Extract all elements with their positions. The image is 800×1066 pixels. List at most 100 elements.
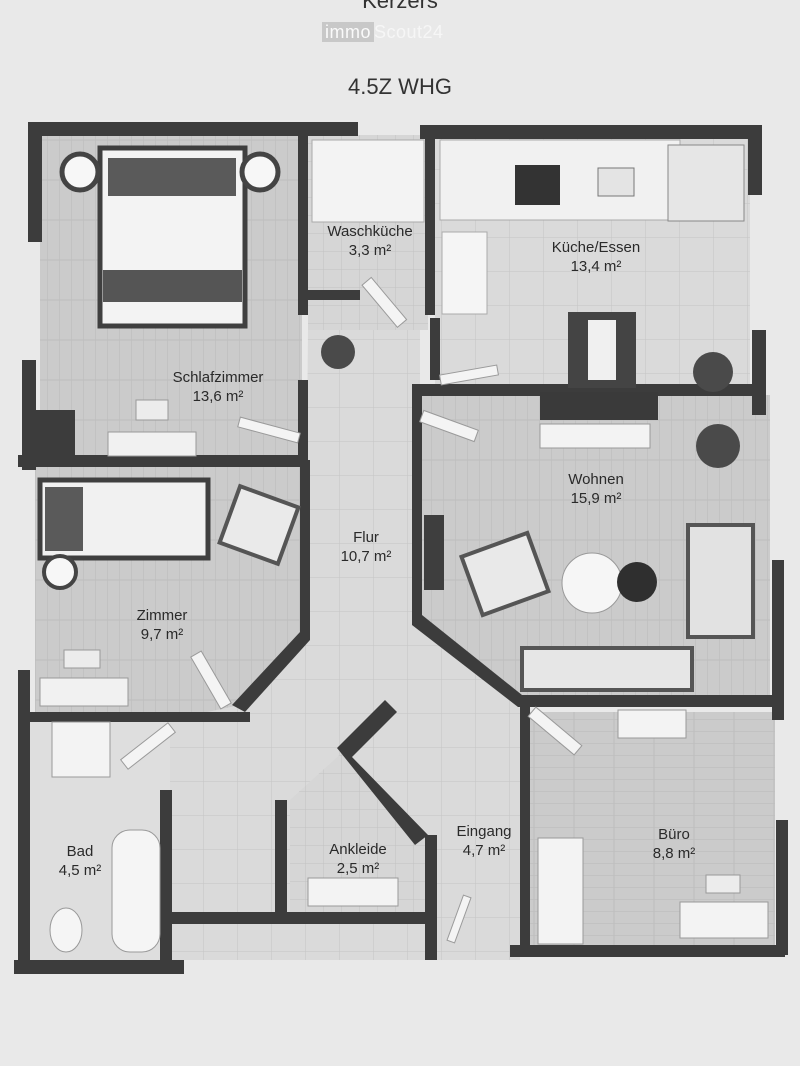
door <box>438 364 500 386</box>
walls <box>14 122 788 974</box>
plant-icon <box>696 424 740 468</box>
wall <box>752 330 766 415</box>
wall <box>160 790 172 970</box>
kitchen-island <box>441 231 488 315</box>
wall <box>14 960 184 974</box>
room-area: 3,3 m² <box>348 242 392 259</box>
shelf <box>424 515 444 590</box>
room-waschkueche: Waschküche 3,3 m² <box>327 222 412 260</box>
wall <box>510 945 785 957</box>
tv-console <box>539 423 651 449</box>
plan-subtitle: 4.5Z WHG <box>348 74 452 99</box>
kitchen-counter <box>439 139 681 221</box>
tv <box>540 392 658 420</box>
wall <box>18 455 308 467</box>
wall <box>18 670 30 970</box>
plant-icon <box>693 352 733 392</box>
wall <box>748 125 762 195</box>
stove <box>515 165 560 205</box>
room-name: Ankleide <box>329 841 387 858</box>
plant-icon <box>321 335 355 369</box>
desk-chair <box>135 399 169 421</box>
wall <box>170 912 430 924</box>
wall <box>298 380 308 462</box>
wall <box>425 135 435 315</box>
room-kueche: Küche/Essen 13,4 m² <box>552 238 640 276</box>
room-zimmer: Zimmer 9,7 m² <box>137 606 188 644</box>
room-name: Büro <box>658 826 690 843</box>
cabinet <box>617 709 687 739</box>
bathtub <box>111 829 161 953</box>
room-area: 4,7 m² <box>462 842 506 859</box>
door <box>190 650 232 710</box>
floor-flur <box>170 330 520 960</box>
sofa <box>520 646 694 692</box>
room-buero: Büro 8,8 m² <box>653 825 696 863</box>
room-name: Zimmer <box>136 607 188 624</box>
door <box>527 706 583 756</box>
wall <box>412 384 757 396</box>
room-area: 8,8 m² <box>652 845 696 862</box>
wall <box>772 560 784 720</box>
shelf <box>537 837 584 945</box>
room-name: Bad <box>66 843 94 860</box>
door <box>237 416 301 444</box>
door <box>446 894 472 944</box>
room-bad: Bad 4,5 m² <box>59 842 102 880</box>
bed-blanket <box>103 270 242 302</box>
room-area: 9,7 m² <box>140 626 184 643</box>
bedside-lamp <box>239 151 281 193</box>
wall <box>412 615 775 707</box>
door <box>361 276 408 329</box>
room-area: 13,4 m² <box>570 258 622 275</box>
wall <box>20 712 250 722</box>
bedside-lamp <box>59 151 101 193</box>
desk <box>679 901 769 939</box>
door <box>119 722 177 770</box>
room-name: Waschküche <box>327 223 413 240</box>
washing-machine <box>311 139 425 223</box>
room-area: 4,5 m² <box>58 862 102 879</box>
bed-pillow <box>45 487 83 551</box>
room-area: 10,7 m² <box>340 548 392 565</box>
room-schlafzimmer: Schlafzimmer 13,6 m² <box>173 368 264 406</box>
armchair <box>458 530 552 618</box>
furniture <box>37 139 769 953</box>
desk-chair <box>705 874 741 894</box>
round-table <box>561 552 623 614</box>
room-area: 2,5 m² <box>336 860 380 877</box>
room-wohnen: Wohnen 15,9 m² <box>568 470 624 508</box>
room-ankleide: Ankleide 2,5 m² <box>329 840 387 878</box>
sofa <box>686 523 755 639</box>
room-eingang: Eingang 4,7 m² <box>456 822 511 860</box>
washbasin <box>51 721 111 778</box>
wall <box>776 820 788 955</box>
sink <box>597 167 635 197</box>
wall <box>425 835 437 960</box>
floor-ankleide <box>290 750 425 915</box>
wall <box>232 460 310 712</box>
room-name: Flur <box>353 529 379 546</box>
room-name: Eingang <box>456 823 512 840</box>
fridge <box>667 144 745 222</box>
desk <box>39 677 129 707</box>
wall <box>298 290 360 300</box>
room-area: 13,6 m² <box>192 388 244 405</box>
desk-chair <box>63 649 101 669</box>
door <box>419 409 479 443</box>
desk <box>107 431 197 457</box>
wall <box>420 125 762 139</box>
wall <box>298 135 308 315</box>
room-name: Schlafzimmer <box>172 369 264 386</box>
armchair <box>217 483 301 567</box>
wall <box>30 410 75 460</box>
dining-table-top <box>588 320 616 380</box>
bed-pillows <box>108 158 236 196</box>
wall <box>337 700 428 845</box>
wall <box>430 318 440 380</box>
wall <box>412 395 422 620</box>
doors <box>119 276 583 944</box>
side-table <box>617 562 657 602</box>
